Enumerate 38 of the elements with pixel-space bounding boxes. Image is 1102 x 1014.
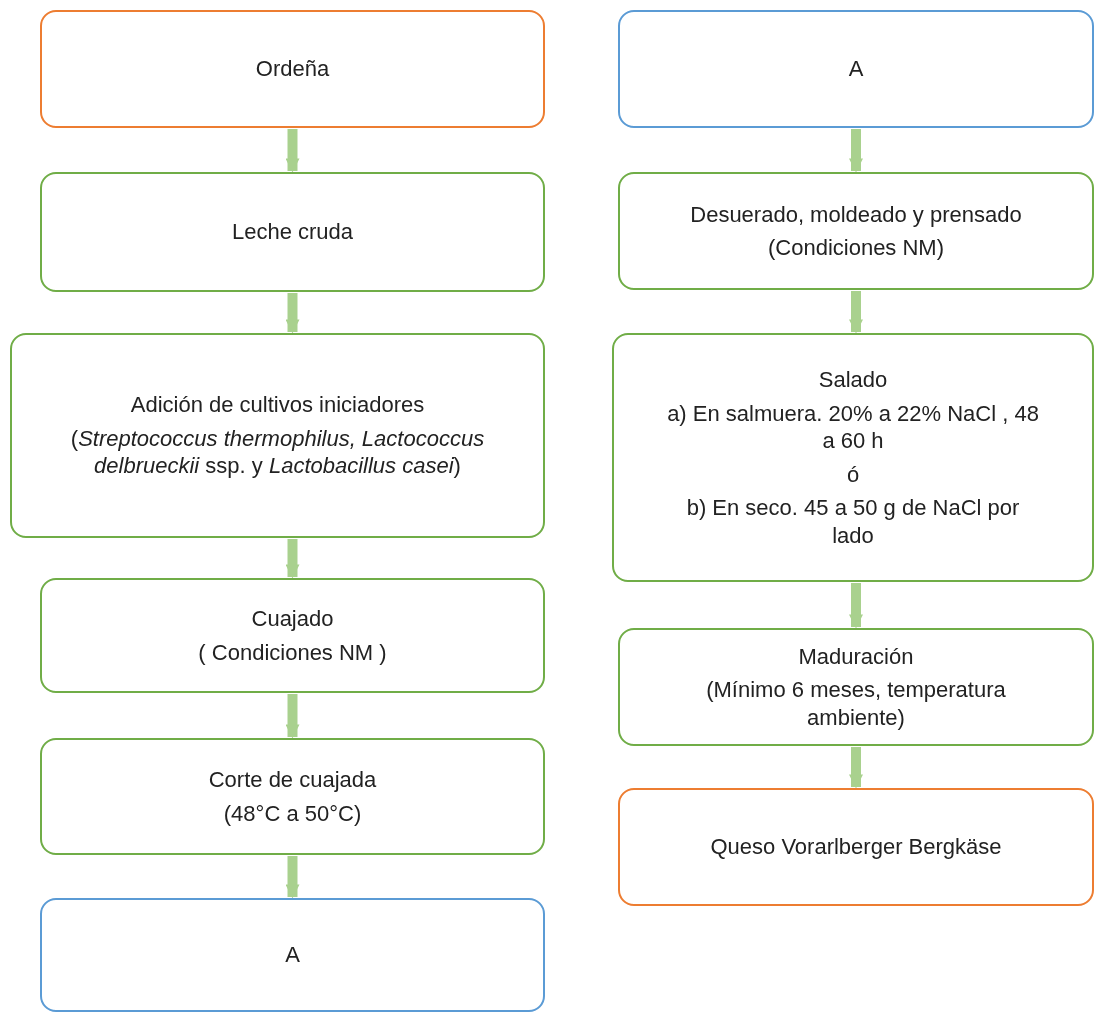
step-title: Ordeña [255,55,330,83]
arrow [849,291,863,334]
step-detail: (Streptococcus thermophilus, Lactococcus delbrueckii ssp. y Lactobacillus casei) [69,424,486,480]
process-box [40,898,545,1012]
step-detail: (48°C a 50°C) [223,799,362,827]
process-box [40,738,545,855]
step-title: Cuajado [251,605,334,633]
step-detail: (Condiciones NM) [767,234,945,262]
step-detail: b) En seco. 45 a 50 g de NaCl por lado [685,494,1021,549]
arrow [285,293,300,334]
process-box [618,172,1094,290]
step-title: Maduración [798,642,914,671]
step-title: Leche cruda [231,218,354,246]
step-title: A [848,55,864,83]
process-box [10,333,545,538]
step-title: Salado [818,366,888,394]
process-box [618,788,1094,906]
process-box [618,10,1094,128]
process-box [612,333,1094,582]
arrow [849,747,863,789]
arrow [849,129,863,173]
step-detail: (Mínimo 6 meses, temperatura ambiente) [705,676,1007,732]
arrow [849,583,863,629]
process-box [40,10,545,128]
arrow [285,856,300,899]
step-title: A [285,941,300,969]
process-box [40,172,545,292]
step-title: Desuerado, moldeado y prensado [690,200,1022,228]
arrow [285,539,300,579]
process-box [40,578,545,693]
step-detail: ( Condiciones NM ) [198,638,387,666]
step-title: Adición de cultivos iniciadores [130,391,425,419]
step-title: Queso Vorarlberger Bergkäse [710,833,1002,861]
step-title: Corte de cuajada [208,766,377,794]
step-detail: ó [846,460,860,488]
arrow [285,129,300,173]
process-box [618,628,1094,746]
arrow [285,694,300,739]
